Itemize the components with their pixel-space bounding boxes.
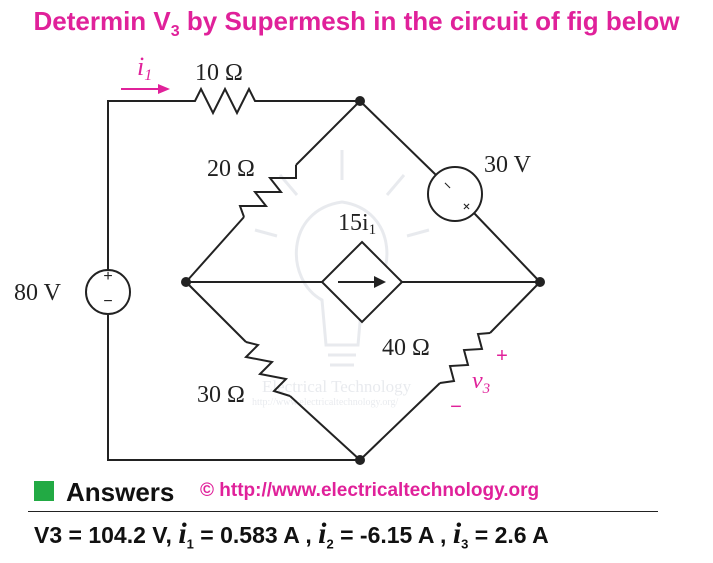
title-subscript: 3 xyxy=(170,23,180,41)
label-20-ohm: 20 Ω xyxy=(207,156,255,182)
dependent-source-label: 15i1 xyxy=(338,210,376,238)
resistor-10-ohm xyxy=(183,86,265,116)
current-i1-sub: 1 xyxy=(144,67,152,84)
label-10-ohm: 10 Ω xyxy=(195,60,243,86)
result-i1-sub: 1 xyxy=(186,536,194,552)
current-i1-arrow-icon xyxy=(158,84,170,94)
dependent-source-value: 15i xyxy=(338,210,369,236)
voltage-source-80v xyxy=(85,269,131,315)
result-i2-sub: 2 xyxy=(326,536,334,552)
answers-divider xyxy=(28,511,658,512)
lightbulb-watermark-icon xyxy=(254,150,430,367)
voltage-source-30v xyxy=(427,166,483,222)
result-i3-sub: 3 xyxy=(461,536,469,552)
resistor-30-ohm xyxy=(243,341,291,397)
current-i1-var: i xyxy=(137,52,144,81)
diagram-title: Determin V3 by Supermesh in the circuit … xyxy=(0,6,713,41)
label-40-ohm: 40 Ω xyxy=(382,335,430,361)
arrow-right-icon xyxy=(374,276,386,288)
source-80v-minus: − xyxy=(103,293,112,310)
resistor-40-ohm xyxy=(439,332,491,384)
v3-sub: 3 xyxy=(482,381,491,397)
wire-top-right-b xyxy=(473,212,541,283)
wire-bottom-right xyxy=(359,382,441,461)
wire-right-lower xyxy=(489,281,541,334)
wire-left-lower xyxy=(185,281,247,343)
resistor-20-ohm xyxy=(238,165,297,218)
label-80v: 80 V xyxy=(14,280,62,306)
source-link[interactable]: © http://www.electricaltechnology.org xyxy=(200,480,540,501)
node-right xyxy=(535,277,545,287)
answers-square-icon xyxy=(34,481,54,501)
dependent-source-sub: 1 xyxy=(369,222,377,238)
title-text-after: by Supermesh in the circuit of fig below xyxy=(179,6,680,36)
watermark-name: Electrical Technology xyxy=(262,377,412,396)
node-bottom xyxy=(355,455,365,465)
result-i3-var: i xyxy=(452,517,462,550)
answers-label: Answers xyxy=(66,477,175,507)
wire-left-bottom xyxy=(107,315,360,461)
watermark: Electrical Technology http://www.electri… xyxy=(252,150,430,408)
result-i3-value: = 2.6 A xyxy=(468,522,549,548)
node-top xyxy=(355,96,365,106)
v3-minus: − xyxy=(450,396,462,418)
result-i1-value: = 0.583 A , xyxy=(193,522,312,548)
current-i1-label: i1 xyxy=(137,52,152,84)
title-text: Determin V xyxy=(33,6,171,36)
circuit-diagram: Electrical Technology http://www.electri… xyxy=(14,52,545,465)
wire-bottom-left xyxy=(289,395,361,461)
result-v3: V3 = 104.2 V, xyxy=(34,522,172,548)
wire-left-upper xyxy=(185,216,245,283)
node-left xyxy=(181,277,191,287)
result-i2-value: = -6.15 A , xyxy=(333,522,447,548)
watermark-url: http://www.electricaltechnology.org/ xyxy=(252,397,398,408)
answers-results: V3 = 104.2 V, i1 = 0.583 A , i2 = -6.15 … xyxy=(34,517,549,552)
result-i2-var: i xyxy=(318,517,327,550)
v3-plus: + xyxy=(496,345,508,367)
result-i1-var: i xyxy=(178,517,187,550)
v3-var: v xyxy=(472,368,483,394)
v3-label: v3 xyxy=(472,368,490,397)
wire-left-top xyxy=(107,100,183,272)
label-30v: 30 V xyxy=(484,152,532,178)
wire-top-right-a xyxy=(359,100,437,176)
wire-top-left xyxy=(295,100,361,166)
label-30-ohm: 30 Ω xyxy=(197,382,245,408)
source-80v-plus: + xyxy=(103,268,112,285)
